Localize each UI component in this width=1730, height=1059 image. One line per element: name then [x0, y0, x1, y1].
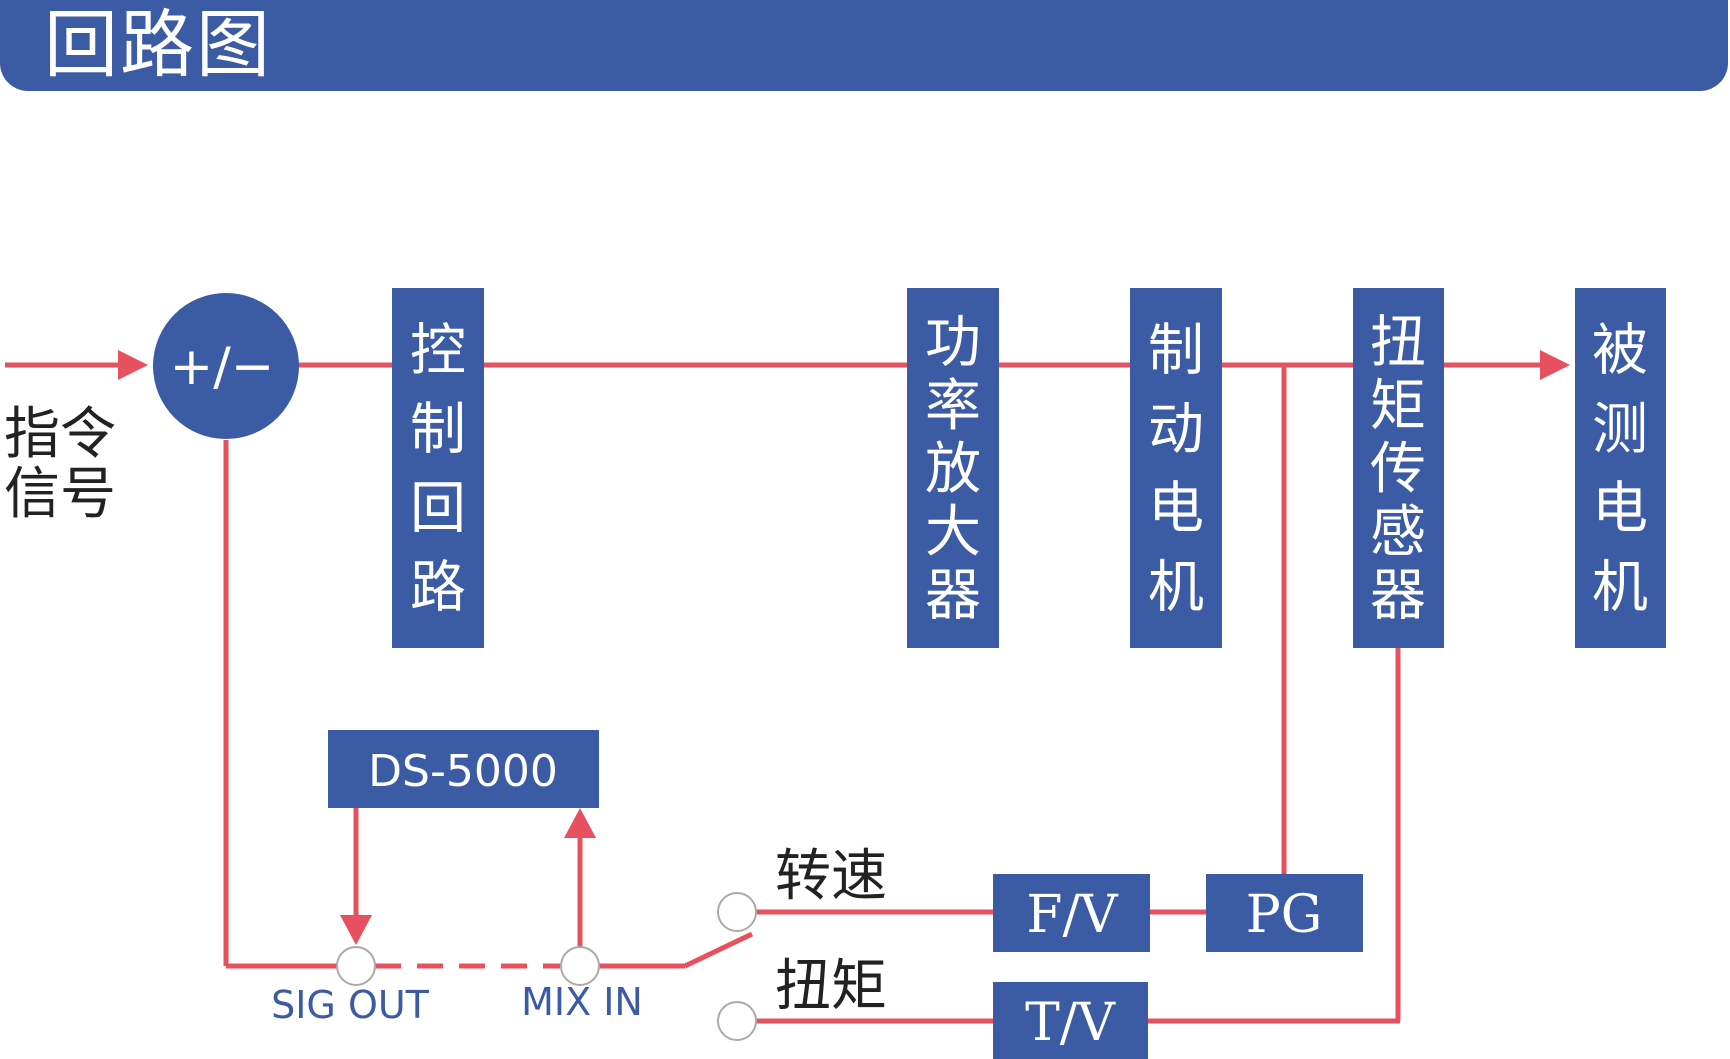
block-glyph: 感 — [1370, 500, 1426, 565]
block-glyph: 率 — [925, 374, 981, 439]
mix-in-label: MIX IN — [521, 980, 643, 1024]
pg-label: PG — [1246, 885, 1323, 945]
input-label-line1: 指令 — [4, 402, 116, 467]
block-glyph: 动 — [1148, 398, 1204, 463]
block-glyph: 机 — [1592, 556, 1648, 621]
block-glyph: 制 — [1148, 319, 1204, 384]
title-bar: 回路图 — [0, 0, 1728, 91]
fv-label: F/V — [1026, 885, 1119, 945]
page-title: 回路图 — [44, 2, 272, 88]
block-glyph: 被 — [1592, 319, 1648, 384]
speed-terminal — [717, 892, 757, 932]
pg-encoder: PG — [1206, 874, 1363, 952]
tv-converter: T/V — [993, 982, 1148, 1059]
block-glyph: 矩 — [1370, 374, 1426, 439]
block-glyph: 回 — [410, 477, 466, 542]
block-glyph: 器 — [1370, 563, 1426, 628]
controller-label: DS-5000 — [368, 746, 558, 797]
block-glyph: 传 — [1370, 437, 1426, 502]
block-glyph: 路 — [410, 556, 466, 621]
output-arrowhead — [1540, 350, 1570, 380]
sig-out-port — [336, 946, 376, 986]
mix-in-port — [560, 946, 600, 986]
block-glyph: 扭 — [1370, 311, 1426, 376]
block-glyph: 大 — [925, 500, 981, 565]
block-glyph: 控 — [410, 319, 466, 384]
block-glyph: 器 — [925, 563, 981, 628]
block-glyph: 机 — [1148, 556, 1204, 621]
block-glyph: 制 — [410, 398, 466, 463]
block-glyph: 功 — [925, 311, 981, 376]
summing-label: +/− — [170, 337, 275, 397]
torque-label: 扭矩 — [775, 954, 887, 1019]
block-glyph: 电 — [1148, 477, 1204, 542]
switch-lever — [683, 931, 754, 969]
torque-terminal — [717, 1001, 757, 1041]
sig-out-label: SIG OUT — [271, 983, 430, 1027]
speed-label: 转速 — [775, 844, 887, 909]
summing-junction: +/− — [153, 293, 299, 439]
input-arrowhead — [118, 350, 148, 380]
ds5000-controller: DS-5000 — [328, 730, 599, 808]
block-glyph: 测 — [1592, 398, 1648, 463]
block-glyph: 电 — [1592, 477, 1648, 542]
block-glyph: 放 — [925, 437, 981, 502]
input-label-line2: 信号 — [4, 462, 116, 527]
tv-label: T/V — [1025, 993, 1116, 1053]
fv-converter: F/V — [993, 874, 1150, 952]
mixin-arrowhead — [564, 808, 596, 838]
sigout-arrowhead — [340, 915, 372, 945]
